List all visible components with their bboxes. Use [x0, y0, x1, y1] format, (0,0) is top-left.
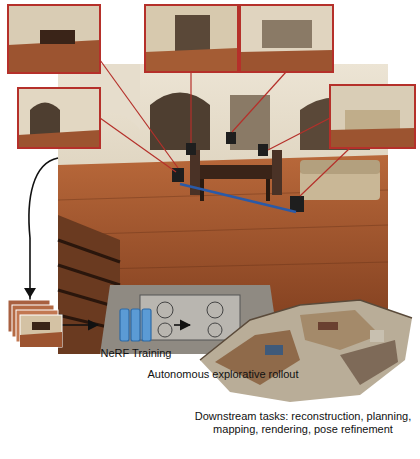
tasks-caption: Downstream tasks: reconstruction, planni… — [190, 298, 416, 436]
flow-arrow — [174, 324, 190, 326]
network-icon — [116, 306, 156, 344]
sofa — [300, 160, 380, 200]
inset-photos — [8, 5, 415, 148]
image-node: Autonomous explorative rollout — [58, 64, 388, 354]
reconstruction-render — [200, 300, 412, 402]
dining-table — [190, 150, 282, 201]
rollout-caption: Autonomous explorative rollout — [58, 368, 388, 381]
node-label: NeRF Training — [98, 347, 174, 360]
process-node: NeRF Training — [98, 306, 174, 360]
robots — [172, 132, 304, 212]
image-node: Downstream tasks: reconstruction, planni… — [190, 298, 416, 436]
